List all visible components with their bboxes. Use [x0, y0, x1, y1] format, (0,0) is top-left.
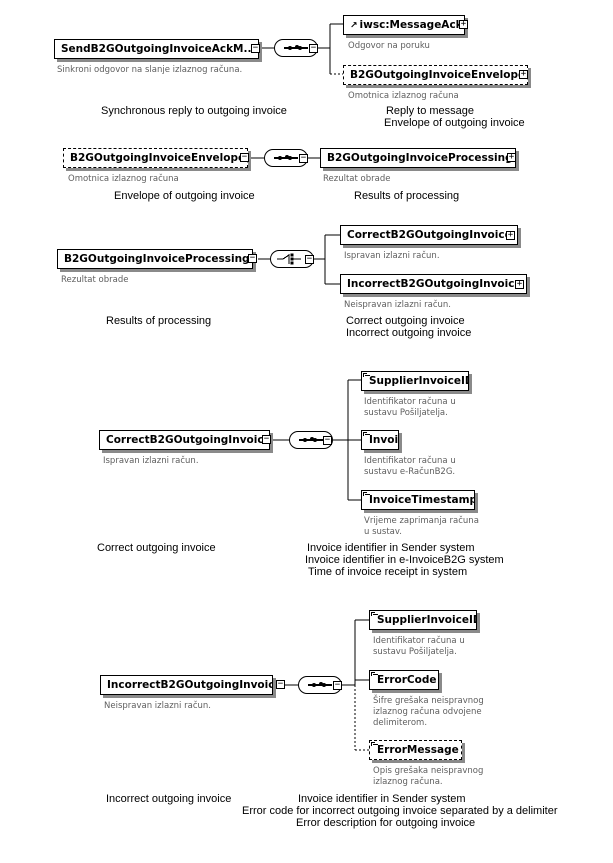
child-element-label: InvoiceID — [369, 434, 399, 446]
collapse-icon[interactable]: − — [309, 43, 318, 53]
translation-text: Invoice identifier in Sender system — [298, 793, 466, 805]
translation-text: Error code for incorrect outgoing invoic… — [242, 805, 558, 817]
translation-text: Correct outgoing invoice — [346, 315, 465, 327]
root-description: Omotnica izlaznog računa — [68, 174, 179, 184]
child-element-error-code[interactable]: ErrorCode — [369, 670, 439, 690]
root-element-processing[interactable]: B2GOutgoingInvoiceProcessing — [57, 249, 253, 269]
sequence-compositor-icon[interactable] — [274, 39, 318, 57]
child-element-processing[interactable]: B2GOutgoingInvoiceProcessing — [320, 148, 516, 168]
child-element-error-message[interactable]: ErrorMessage — [369, 740, 462, 760]
collapse-icon[interactable]: − — [262, 434, 271, 444]
child-element-supplier-invoice-id[interactable]: SupplierInvoiceID — [361, 371, 469, 391]
expand-icon[interactable]: + — [459, 19, 468, 29]
child-description: Odgovor na poruku — [348, 41, 430, 51]
root-description: Ispravan izlazni račun. — [103, 456, 199, 466]
root-element-label: CorrectB2GOutgoingInvoice — [106, 434, 270, 446]
translation-text: Time of invoice receipt in system — [308, 566, 468, 578]
child-element-label: B2GOutgoingInvoiceEnvelope — [350, 69, 526, 81]
child-description: Neispravan izlazni račun. — [344, 300, 451, 310]
root-element-label: B2GOutgoingInvoiceEnvelope — [70, 152, 246, 164]
root-element-correct[interactable]: CorrectB2GOutgoingInvoice — [99, 430, 270, 450]
child-element-label: iwsc:MessageAck — [359, 19, 463, 31]
translation-text: Envelope of outgoing invoice — [384, 117, 525, 129]
root-element-incorrect[interactable]: IncorrectB2GOutgoingInvoice — [100, 675, 273, 695]
child-element-label: SupplierInvoiceID — [377, 614, 477, 626]
child-description: Rezultat obrade — [323, 174, 391, 184]
collapse-icon[interactable]: − — [305, 254, 314, 264]
child-element-invoice-timestamp[interactable]: InvoiceTimestamp — [361, 490, 475, 510]
child-element-message-ack[interactable]: ↗iwsc:MessageAck — [343, 15, 465, 35]
root-description: Rezultat obrade — [61, 275, 129, 285]
expand-icon[interactable]: + — [506, 230, 515, 240]
collapse-icon[interactable]: − — [323, 435, 332, 445]
expand-icon[interactable]: + — [507, 152, 516, 162]
child-element-label: InvoiceTimestamp — [369, 494, 475, 506]
translation-text: Invoice identifier in Sender system — [307, 542, 475, 554]
child-element-label: IncorrectB2GOutgoingInvoice — [347, 278, 522, 290]
translation-text: Results of processing — [354, 190, 460, 202]
root-element-label: SendB2GOutgoingInvoiceAckM... — [61, 43, 256, 55]
choice-compositor-icon[interactable] — [270, 250, 314, 268]
child-element-correct[interactable]: CorrectB2GOutgoingInvoice — [340, 225, 518, 245]
root-element-label: B2GOutgoingInvoiceProcessing — [64, 253, 250, 265]
expand-icon[interactable]: + — [515, 279, 524, 289]
child-element-incorrect[interactable]: IncorrectB2GOutgoingInvoice — [340, 274, 527, 294]
translation-text: Envelope of outgoing invoice — [114, 190, 255, 202]
root-element-label: IncorrectB2GOutgoingInvoice — [107, 679, 273, 691]
child-element-label: CorrectB2GOutgoingInvoice — [347, 229, 512, 241]
child-element-envelope[interactable]: B2GOutgoingInvoiceEnvelope — [343, 65, 528, 85]
collapse-icon[interactable]: − — [333, 680, 342, 690]
translation-text: Results of processing — [106, 315, 212, 327]
collapse-icon[interactable]: − — [251, 43, 260, 53]
child-element-label: B2GOutgoingInvoiceProcessing — [327, 152, 513, 164]
child-element-invoice-id[interactable]: InvoiceID — [361, 430, 399, 450]
child-element-supplier-invoice-id[interactable]: SupplierInvoiceID — [369, 610, 477, 630]
sequence-compositor-icon[interactable] — [289, 431, 333, 449]
sequence-compositor-icon[interactable] — [298, 676, 342, 694]
collapse-icon[interactable]: − — [240, 152, 249, 162]
child-element-label: ErrorCode — [377, 674, 437, 686]
expand-icon[interactable]: + — [519, 69, 528, 79]
translation-text: Incorrect outgoing invoice — [346, 327, 472, 339]
root-description: Neispravan izlazni račun. — [104, 701, 211, 711]
root-description: Sinkroni odgovor na slanje izlaznog raču… — [57, 65, 243, 75]
translation-text: Synchronous reply to outgoing invoice — [101, 105, 287, 117]
sequence-compositor-icon[interactable] — [264, 149, 308, 167]
translation-text: Reply to message — [385, 105, 475, 117]
child-element-label: SupplierInvoiceID — [369, 375, 469, 387]
translation-text: Incorrect outgoing invoice — [106, 793, 232, 805]
translation-text: Correct outgoing invoice — [97, 542, 216, 554]
child-description: Omotnica izlaznog računa — [348, 91, 459, 101]
collapse-icon[interactable]: − — [299, 153, 308, 163]
collapse-icon[interactable]: − — [276, 679, 285, 689]
child-element-label: ErrorMessage — [377, 744, 459, 756]
translation-text: Invoice identifier in e-InvoiceB2G syste… — [305, 554, 504, 566]
translation-text: Error description for outgoing invoice — [296, 817, 476, 829]
root-element-send-ack[interactable]: SendB2GOutgoingInvoiceAckM... — [54, 39, 259, 59]
collapse-icon[interactable]: − — [248, 253, 257, 263]
reference-arrow-icon: ↗ — [350, 21, 358, 31]
root-element-envelope[interactable]: B2GOutgoingInvoiceEnvelope — [63, 148, 248, 168]
child-description: Ispravan izlazni račun. — [344, 251, 440, 261]
